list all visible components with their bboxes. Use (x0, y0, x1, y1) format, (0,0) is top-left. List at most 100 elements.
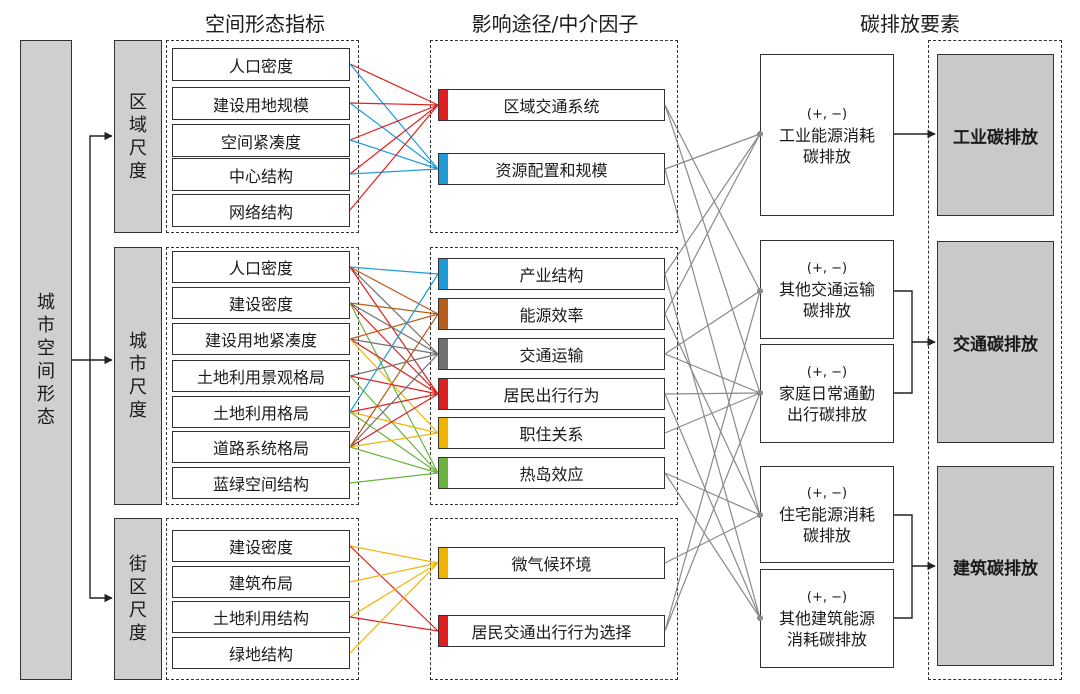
mediator-box: 产业结构 (438, 258, 665, 290)
mediator-box: 职住关系 (438, 417, 665, 449)
mediator-tab (439, 418, 448, 448)
indicator-group-street (166, 518, 359, 680)
mediator-box: 能源效率 (438, 298, 665, 330)
emission-link-line (664, 131, 763, 315)
mediator-box: 资源配置和规模 (438, 153, 665, 185)
emission-label: 消耗碳排放 (786, 630, 867, 649)
root-connectors (72, 131, 113, 603)
link-line (349, 432, 439, 448)
header-indicators: 空间形态指标 (205, 12, 325, 36)
link-line (349, 411, 439, 474)
indicator-box: 人口密度 (172, 48, 350, 81)
emission-sign: (+, −) (806, 365, 848, 380)
emission-link-line (664, 168, 763, 518)
link-line (349, 302, 439, 474)
link-line (349, 313, 439, 448)
mediator-tab (439, 339, 448, 369)
emission-box: (+, −) 其他建筑能源 消耗碳排放 (760, 569, 894, 668)
emission-label: 出行碳排放 (786, 405, 867, 424)
mediator-label: 交通运输 (519, 346, 584, 365)
building-arrow (894, 514, 935, 619)
link-line (349, 338, 439, 395)
link-line (349, 139, 439, 170)
root-label: 城市空间形态 (37, 292, 55, 428)
link-line (349, 375, 439, 474)
mediator-label: 产业结构 (519, 266, 584, 285)
link-line (349, 472, 439, 484)
emission-link-line (664, 131, 763, 275)
link-line (349, 104, 439, 211)
emission-link-line (664, 472, 763, 621)
total-box-industry: 工业碳排放 (937, 54, 1054, 216)
total-connectors (894, 129, 935, 619)
link-line (349, 63, 439, 170)
emission-label: 家庭日常通勤 (778, 384, 875, 403)
emission-link-line (664, 512, 763, 564)
emission-links (664, 104, 763, 632)
link-line (349, 411, 439, 434)
link-line (349, 562, 439, 654)
indicator-box: 土地利用格局 (172, 396, 350, 428)
emission-box: (+, −) 工业能源消耗 碳排放 (760, 54, 894, 216)
mediator-tab (439, 616, 448, 646)
emission-sign: (+, −) (806, 106, 848, 122)
header-elements: 碳排放要素 (860, 12, 960, 36)
emission-link-line (664, 288, 763, 632)
link-line (349, 353, 439, 448)
indicator-box: 绿地结构 (172, 637, 350, 669)
indicator-box: 建设用地规模 (172, 87, 350, 120)
indicator-box: 中心结构 (172, 158, 350, 191)
link-line (349, 104, 439, 141)
indicator-box: 人口密度 (172, 251, 350, 283)
link-line (349, 338, 439, 434)
link-line (349, 266, 439, 355)
scale-street: 街区尺度 (114, 518, 162, 680)
indicator-box: 建设用地紧凑度 (172, 323, 350, 355)
mediator-box: 区域交通系统 (438, 89, 665, 121)
link-line (349, 266, 439, 315)
mediator-tab (439, 458, 448, 488)
link-line (349, 302, 439, 355)
emission-link-line (664, 390, 763, 632)
transport-arrow (894, 290, 935, 394)
link-line (349, 545, 439, 632)
scale-regional: 区域尺度 (114, 40, 162, 233)
link-line (349, 353, 439, 377)
mediator-box: 居民出行行为 (438, 378, 665, 410)
mediator-tab (439, 154, 448, 184)
scale-city: 城市尺度 (114, 247, 162, 505)
link-line (349, 393, 439, 413)
mediator-label: 热岛效应 (519, 465, 584, 484)
mediator-tab (439, 379, 448, 409)
emission-label: 其他交通运输 (778, 280, 875, 299)
mediator-label: 能源效率 (519, 306, 584, 325)
link-line (349, 616, 439, 632)
mediator-label: 资源配置和规模 (495, 161, 608, 180)
emission-sign: (+, −) (806, 261, 848, 276)
indicator-links (349, 63, 439, 654)
link-line (349, 63, 439, 106)
mediator-group-city (430, 247, 678, 505)
mediator-label: 居民交通出行行为选择 (471, 623, 632, 642)
emission-label: 其他建筑能源 (778, 609, 875, 628)
emission-link-line (664, 390, 763, 396)
indicator-box: 空间紧凑度 (172, 124, 350, 157)
indicator-box: 道路系统格局 (172, 431, 350, 463)
link-line (349, 266, 439, 275)
scale-label: 区域尺度 (129, 91, 147, 182)
emission-link-line (664, 273, 763, 621)
root-to-street-arrow (89, 360, 113, 603)
total-box-building: 建筑碳排放 (937, 466, 1054, 666)
scale-label: 城市尺度 (129, 331, 147, 421)
scale-label: 街区尺度 (129, 554, 147, 644)
mediator-group-regional (430, 40, 678, 233)
link-line (349, 545, 439, 564)
emission-link-line (664, 104, 763, 294)
emission-link-line (664, 390, 763, 434)
mediator-box: 交通运输 (438, 338, 665, 370)
link-line (349, 375, 439, 395)
emission-box: (+, −) 其他交通运输 碳排放 (760, 240, 894, 339)
emission-label: 碳排放 (802, 301, 851, 320)
link-line (349, 102, 439, 170)
